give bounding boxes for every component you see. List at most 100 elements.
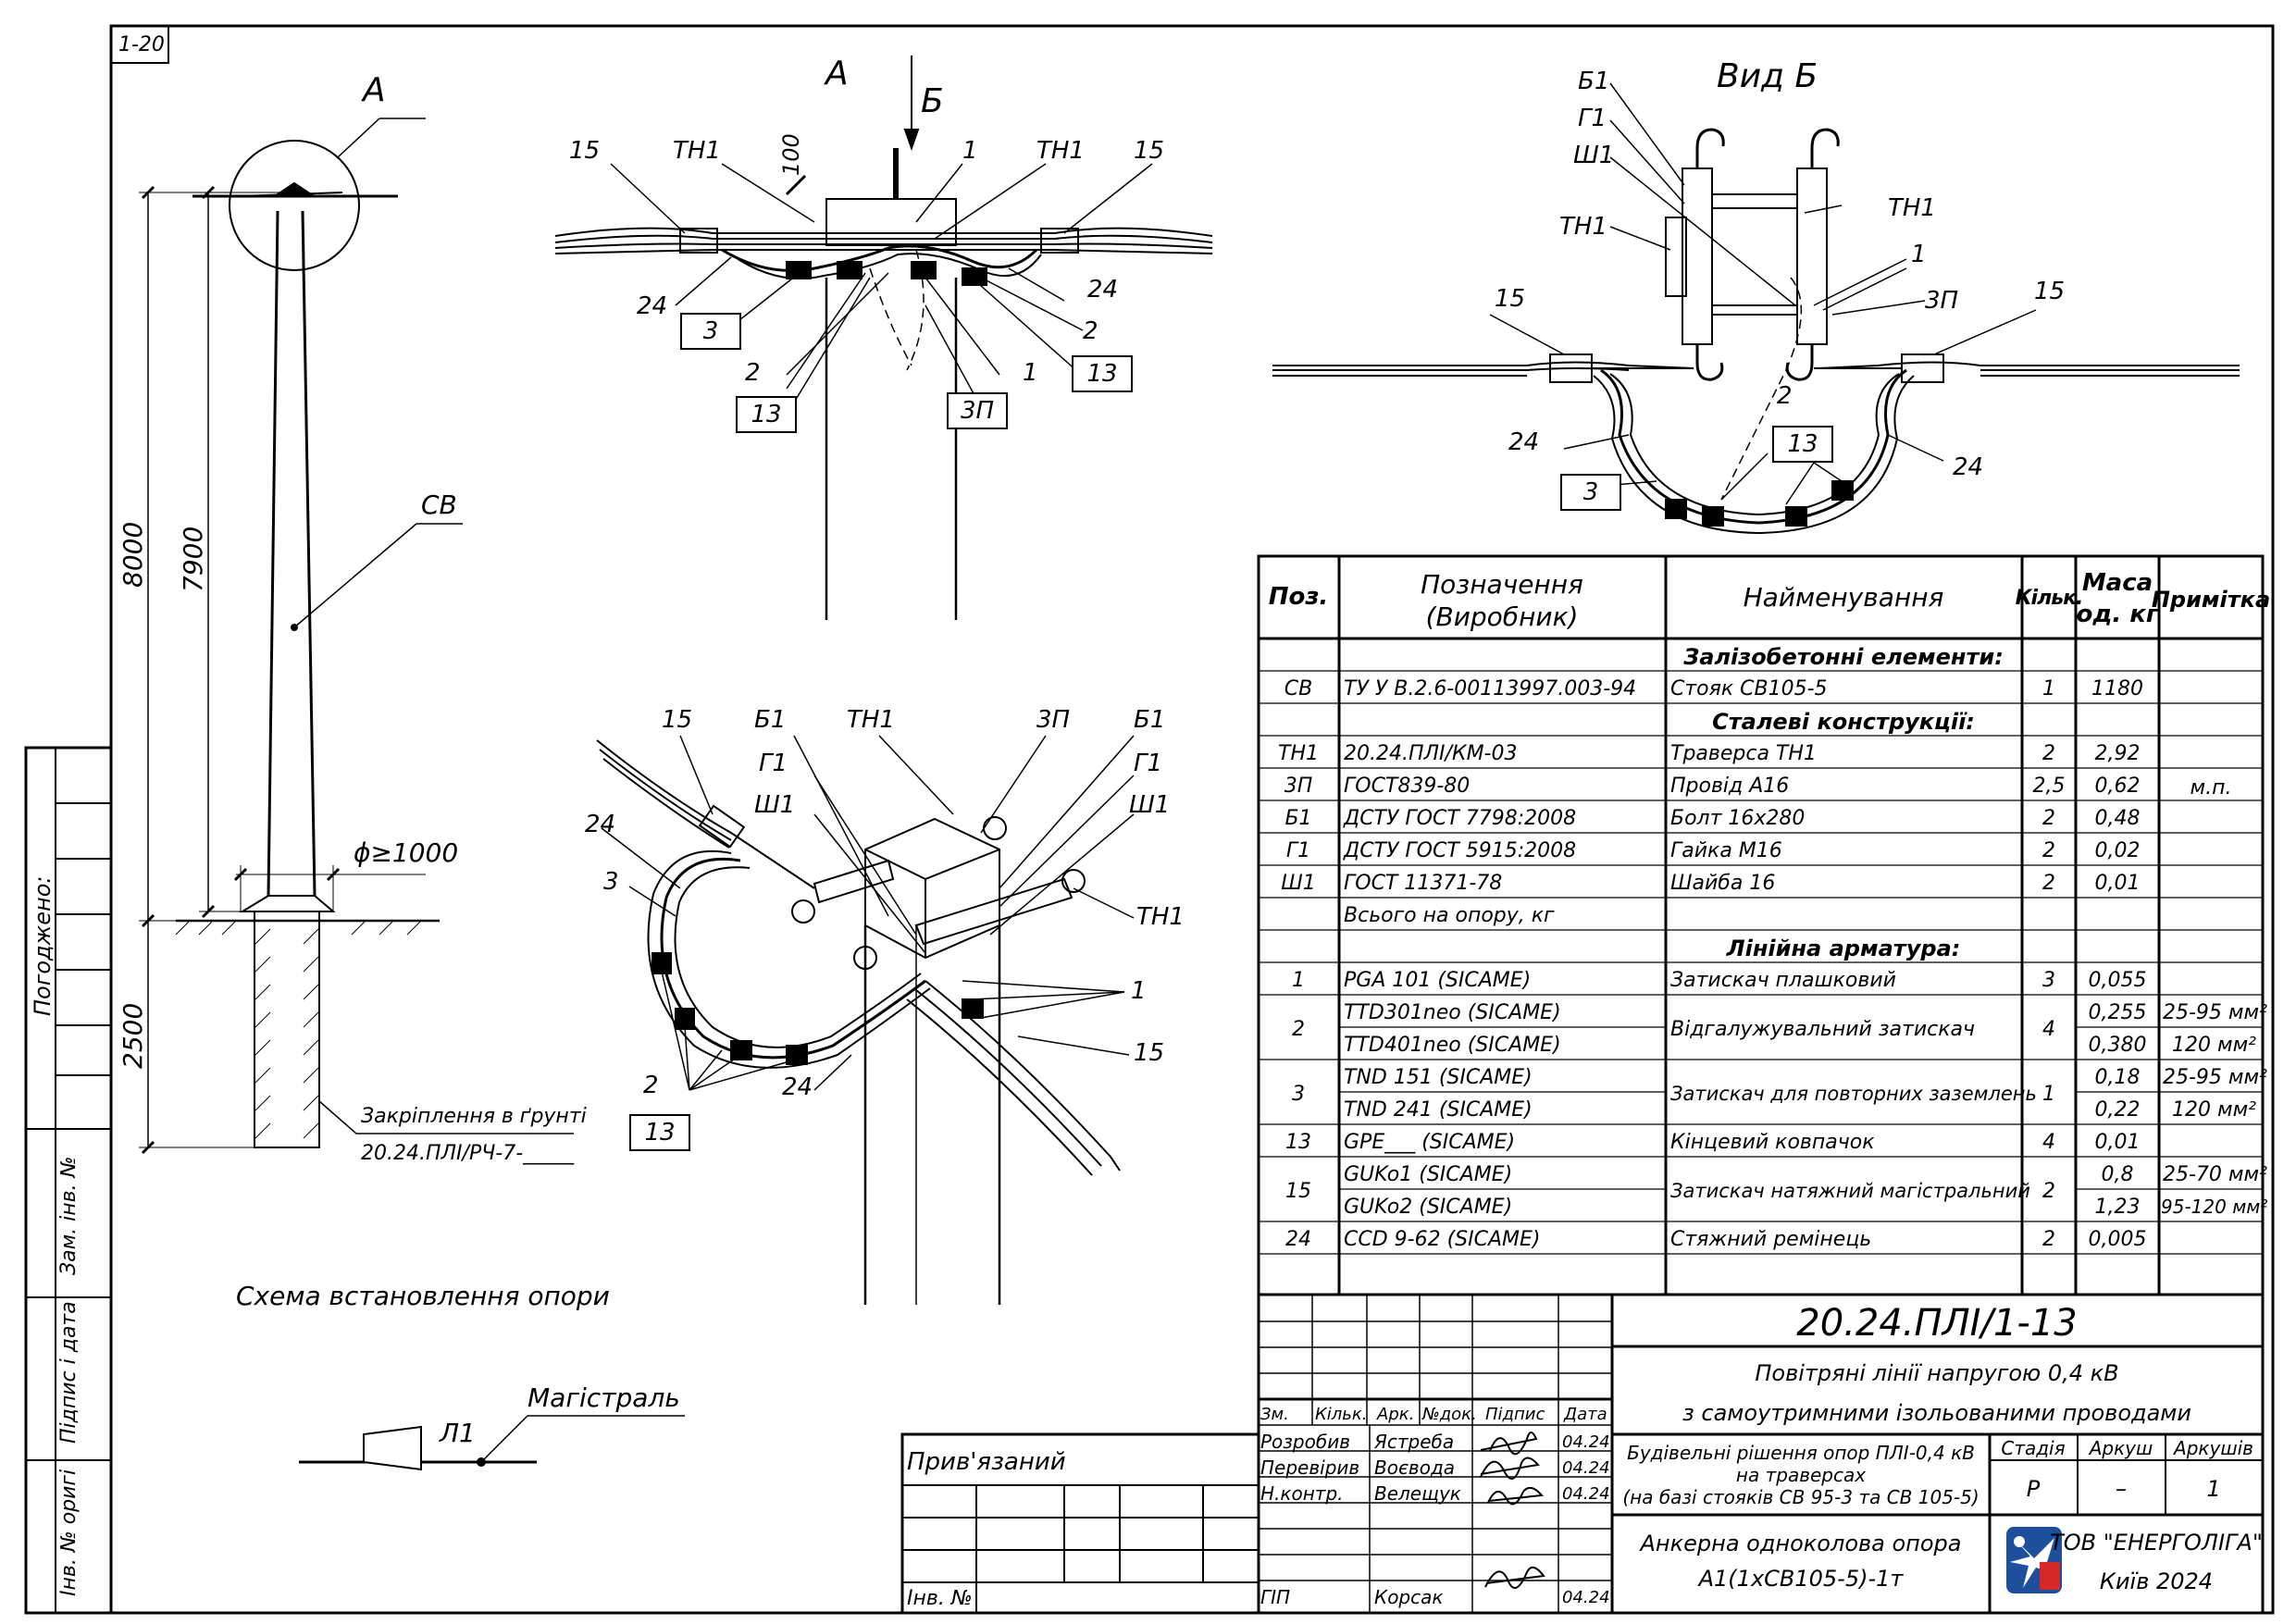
spec-row-qty: 2 [2042,839,2055,862]
view-3d-label-1: 1 [1131,977,1147,1005]
object-line2: А1(1хСВ105-5)-1т [1698,1566,1904,1592]
view-a-label-3p: 3П [947,392,1008,429]
view-b-label-g1: Г1 [1578,105,1607,132]
name-norm-control: Велещук [1374,1482,1461,1505]
spec-row-designation: TND 151 (SICAME) [1344,1066,1533,1089]
col-head-doc: №док. [1422,1405,1477,1424]
sheets-value: 1 [2206,1476,2221,1502]
view-b-label-3p: 3П [1925,287,1959,315]
view-b-label-tn1-left: ТН1 [1559,213,1607,241]
drawing-title-line1: Повітряні лінії напругою 0,4 кВ [1755,1360,2119,1386]
view-3d-label-15-bottom: 15 [1134,1039,1165,1067]
view-3d-label-tn1-right: ТН1 [1136,903,1185,931]
company-city: Київ 2024 [2099,1568,2214,1594]
view-b-label-24-left: 24 [1508,428,1540,456]
dim-2500: 2500 [118,1002,148,1069]
sheets-head: Аркушів [2174,1437,2253,1459]
view-a-label-13-left: 13 [736,396,797,433]
spec-row-pos: Ш1 [1281,872,1316,895]
spec-row-qty: 2 [2042,742,2055,765]
col-head-change: Зм. [1260,1405,1289,1424]
drawing-title-line2: з самоутримними ізольованими проводами [1682,1400,2192,1426]
spec-row-name: Затискач натяжний магістральний [1670,1180,2030,1202]
view-a-label-tn1-right: ТН1 [1036,137,1085,165]
spec-row-note: 95-120 мм² [2161,1196,2268,1218]
spec-head-mass: Маса од. кг [2076,569,2159,628]
ground-fixing-ref: 20.24.ПЛІ/РЧ-7-_____ [361,1142,575,1165]
spec-row-mass: 0,005 [2088,1228,2147,1251]
role-norm-control: Н.контр. [1260,1482,1344,1505]
role-checker: Перевірив [1260,1457,1360,1479]
spec-row-designation: TND 241 (SICAME) [1344,1098,1533,1122]
spec-row-designation: ГОСТ839-80 [1344,775,1471,798]
role-chief-engineer: ГІП [1260,1586,1291,1608]
view-3d-label-g1-left: Г1 [759,750,788,777]
sheet-number: 1-20 [118,33,165,56]
stamp-replacement-inv: Зам. інв. № [57,1156,81,1276]
view-a-label-24-right: 24 [1087,276,1119,304]
view-3d-label-sh1-left: Ш1 [754,791,796,819]
spec-section-fittings: Лінійна арматура: [1726,936,1961,961]
spec-row-qty: 3 [2042,969,2055,992]
subject-line1: Будівельні рішення опор ПЛІ-0,4 кВ [1627,1442,1975,1464]
view-3d-label-13: 13 [629,1114,690,1151]
dim-7900: 7900 [178,526,208,592]
spec-row-designation: ДСТУ ГОСТ 5915:2008 [1344,839,1577,862]
spec-row-mass: 0,48 [2094,807,2141,830]
stage-value: Р [2026,1476,2041,1502]
spec-row-pos: Г1 [1285,839,1311,862]
spec-row-pos: Б1 [1285,807,1312,830]
date-norm-control: 04.24 [1562,1484,1610,1504]
spec-row-pos: 3П [1284,775,1313,798]
spec-row-note: 25-95 мм² [2163,1066,2267,1089]
spec-row-name: Провід А16 [1670,775,1790,798]
spec-head-pos: Поз. [1268,583,1329,611]
name-checker: Воєвода [1374,1457,1456,1479]
spec-row-designation: PGA 101 (SICAME) [1344,969,1532,992]
view-b-label-b1: Б1 [1578,68,1610,95]
object-line1: Анкерна одноколова опора [1640,1531,1962,1556]
date-checker: 04.24 [1562,1458,1610,1478]
spec-row-mass: 0,255 [2088,1001,2147,1024]
spec-section-concrete: Залізобетонні елементи: [1683,644,2004,670]
spec-row-mass: 0,01 [2094,872,2141,895]
date-chief-engineer: 04.24 [1562,1588,1610,1607]
spec-row-mass: 0,62 [2094,775,2141,798]
view-a-label-2-left: 2 [745,359,761,387]
view-b-label-15-right: 15 [2034,278,2066,305]
view-b-title: Вид Б [1717,57,1818,95]
spec-row-qty: 1 [2042,677,2055,700]
spec-row-mass: 0,055 [2088,969,2147,992]
spec-row-pos: 3 [1292,1083,1305,1106]
view-b-label-1: 1 [1911,241,1927,268]
stamp-approved: Погоджено: [30,875,56,1016]
spec-row-name: Болт 16х280 [1670,807,1806,830]
view-b-label-tn1-right: ТН1 [1888,194,1936,222]
spec-row-name: Стяжний ремінець [1670,1228,1872,1251]
view-3d-label-2: 2 [643,1072,659,1099]
spec-row-designation: GUKo1 (SICAME) [1344,1163,1513,1186]
view-3d-label-3: 3 [603,868,619,896]
ground-fixing-note: Закріплення в ґрунті [361,1105,587,1128]
view-a-label-3: 3 [680,313,741,350]
view-a-label-15-left: 15 [569,137,601,165]
view-3d-label-tn1: ТН1 [847,706,895,734]
spec-section-steel: Сталеві конструкції: [1712,709,1975,735]
sheet-head: Аркуш [2089,1437,2153,1459]
spec-row-qty: 1 [2042,1083,2055,1106]
spec-head-designation: Позначення (Виробник) [1421,569,1583,632]
spec-row-name: Кінцевий ковпачок [1670,1131,1875,1154]
spec-row-name: Затискач для повторних заземлень [1670,1083,2037,1105]
spec-row-name: Стояк СВ105-5 [1670,677,1828,700]
view-3d-label-24-bottom: 24 [782,1073,813,1101]
view-a-label-24-left: 24 [637,292,668,320]
view-3d-label-24-top: 24 [585,811,616,838]
spec-row-designation: CCD 9-62 (SICAME) [1344,1228,1541,1251]
view-3d-label-3p: 3П [1036,706,1071,734]
spec-row-qty: 2 [2042,807,2055,830]
spec-row-qty: 4 [2042,1018,2055,1041]
spec-row-designation: ТУ У В.2.6-00113997.003-94 [1344,677,1637,700]
spec-row-mass: 0,01 [2094,1131,2141,1154]
view-b-label-13: 13 [1772,426,1833,463]
view-3d-label-b1-left: Б1 [754,706,787,734]
